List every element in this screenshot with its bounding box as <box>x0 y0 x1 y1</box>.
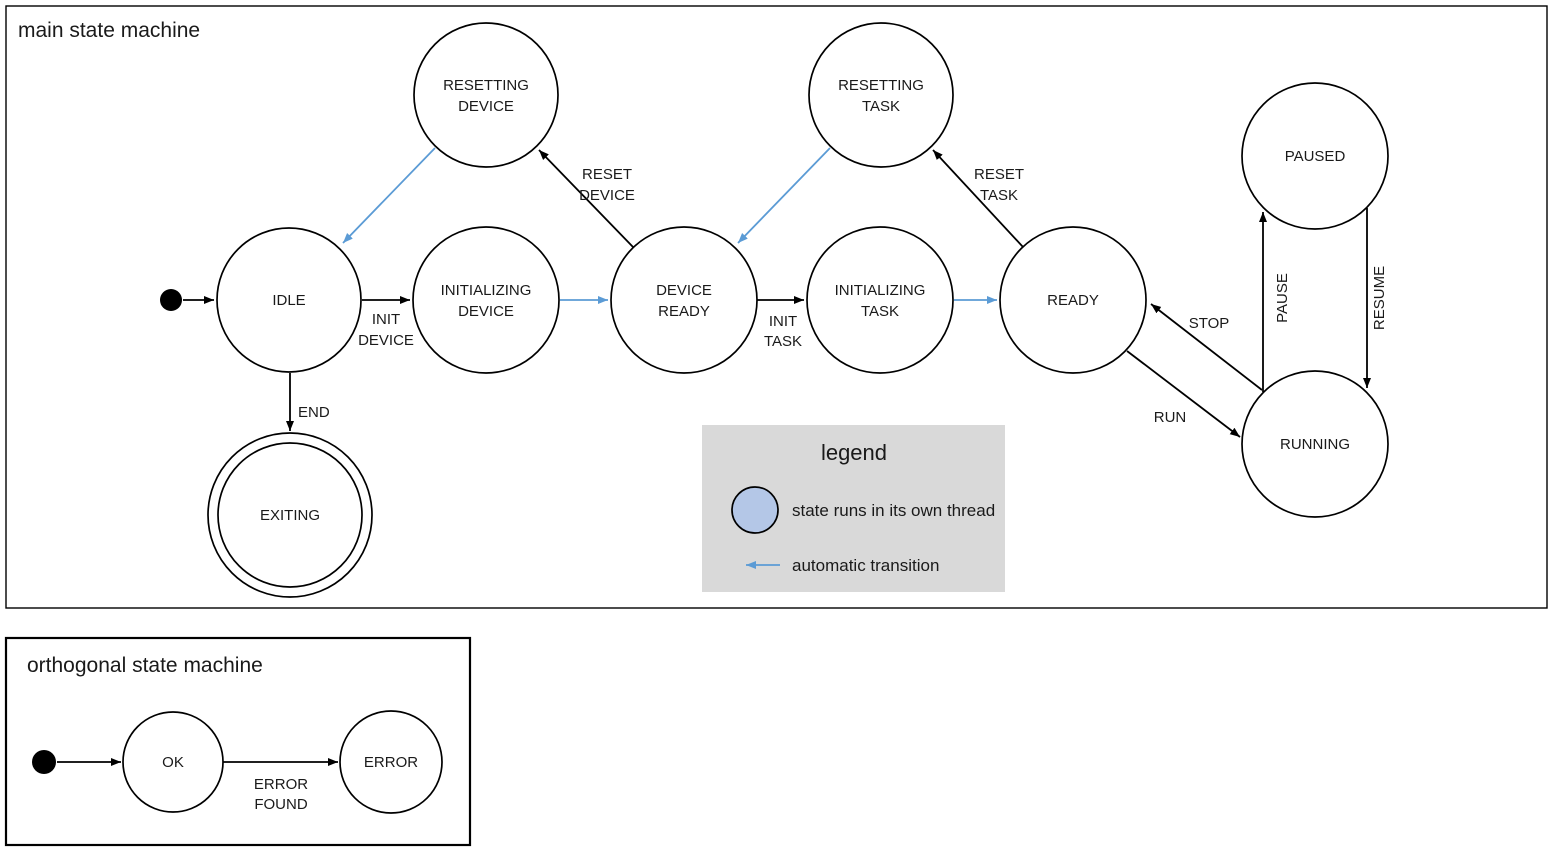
orthogonal-transition-error-found-label-2: FOUND <box>254 796 307 813</box>
transition-reset-task-label-1: RESET <box>974 166 1024 183</box>
transition-reset-device-label-1: RESET <box>582 166 632 183</box>
state-running-label: RUNNING <box>1280 436 1350 453</box>
transition-stop-label: STOP <box>1189 315 1230 332</box>
orthogonal-initial-state-dot <box>32 750 56 774</box>
transition-reset-task-label-2: TASK <box>980 187 1018 204</box>
state-device-ready <box>610 226 758 374</box>
state-paused <box>1241 82 1389 230</box>
state-paused-label: PAUSED <box>1285 148 1346 165</box>
state-ready-label: READY <box>1047 292 1099 309</box>
state-exiting-label: EXITING <box>260 507 320 524</box>
transition-resume-label: RESUME <box>1371 266 1388 330</box>
state-idle-label: IDLE <box>272 292 305 309</box>
orthogonal-transition-error-found-label-1: ERROR <box>254 776 308 793</box>
transition-run <box>1126 350 1241 438</box>
state-resetting-task-label-1: RESETTING <box>838 77 924 94</box>
state-resetting-device <box>413 22 559 168</box>
main-title: main state machine <box>18 19 200 42</box>
transition-init-task-label-2: TASK <box>764 333 802 350</box>
transition-reset-task <box>932 149 1024 248</box>
state-exiting <box>217 442 363 588</box>
state-ok-label: OK <box>162 754 184 771</box>
auto-transition-resettask-to-deviceready <box>737 147 831 244</box>
state-initializing-device <box>412 226 560 374</box>
orthogonal-title: orthogonal state machine <box>27 654 263 677</box>
state-resetting-task <box>808 22 954 168</box>
main-state-machine-frame <box>5 5 1548 609</box>
legend-title: legend <box>821 440 887 465</box>
initial-state-dot <box>160 289 182 311</box>
state-running <box>1241 370 1389 518</box>
transition-pause-label: PAUSE <box>1274 273 1291 323</box>
state-initializing-task <box>806 226 954 374</box>
state-error-label: ERROR <box>364 754 418 771</box>
state-resetting-task-label-2: TASK <box>862 98 900 115</box>
state-ok <box>122 711 224 813</box>
state-device-ready-label-2: READY <box>658 303 710 320</box>
state-initializing-device-label-2: DEVICE <box>458 303 514 320</box>
legend-auto-label: automatic transition <box>792 556 939 575</box>
state-idle <box>216 227 362 373</box>
state-initializing-task-label-1: INITIALIZING <box>835 282 926 299</box>
legend-thread-state-icon <box>731 486 779 534</box>
state-device-ready-label-1: DEVICE <box>656 282 712 299</box>
state-resetting-device-label-1: RESETTING <box>443 77 529 94</box>
state-initializing-device-label-1: INITIALIZING <box>441 282 532 299</box>
auto-transition-resetdevice-to-idle <box>342 147 436 244</box>
orthogonal-state-machine-frame <box>4 636 472 847</box>
state-error <box>339 710 443 814</box>
transition-init-device-label-1: INIT <box>372 311 400 328</box>
state-resetting-device-label-2: DEVICE <box>458 98 514 115</box>
legend-thread-label: state runs in its own thread <box>792 501 995 520</box>
transition-reset-device <box>538 149 634 248</box>
transition-reset-device-label-2: DEVICE <box>579 187 635 204</box>
transition-end-label: END <box>298 404 330 421</box>
transition-init-task-label-1: INIT <box>769 313 797 330</box>
state-ready <box>999 226 1147 374</box>
transition-init-device-label-2: DEVICE <box>358 332 414 349</box>
transition-run-label: RUN <box>1154 409 1187 426</box>
transition-stop <box>1150 303 1263 391</box>
state-initializing-task-label-2: TASK <box>861 303 899 320</box>
